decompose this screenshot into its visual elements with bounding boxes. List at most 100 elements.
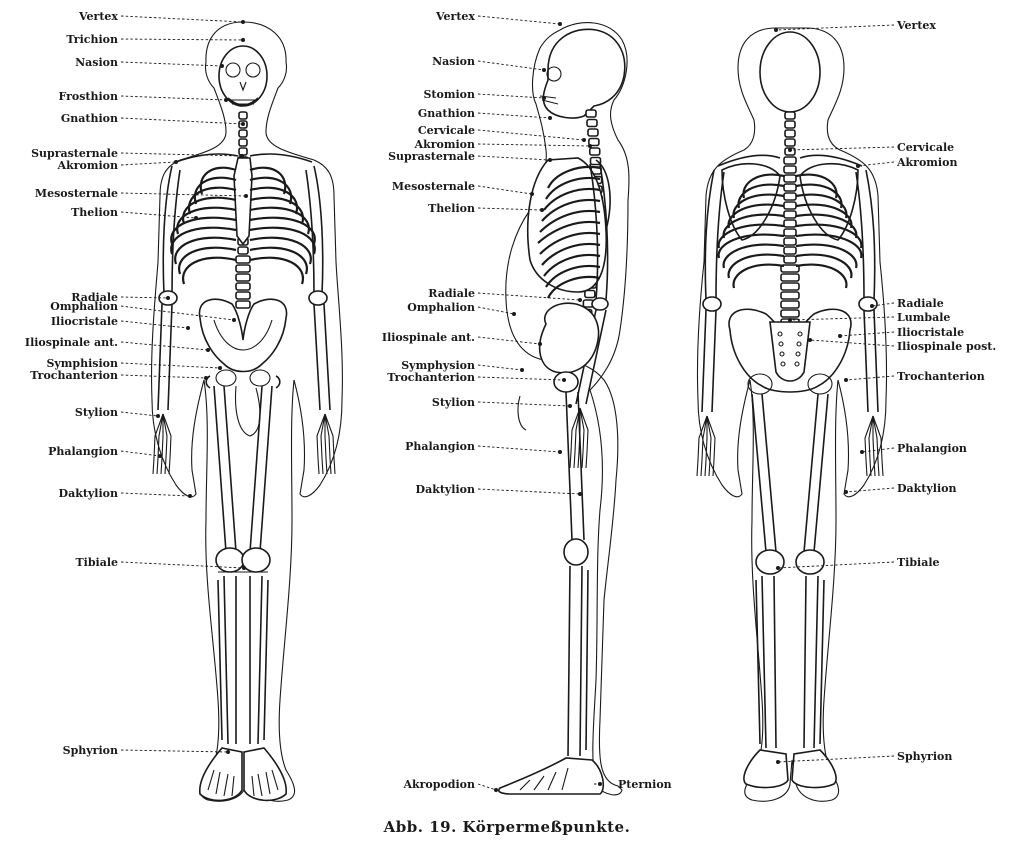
- landmark-label: Cervicale: [897, 141, 954, 154]
- landmark-dot: [520, 368, 524, 372]
- side-label-suprasternale: Suprasternale: [388, 150, 552, 163]
- landmark-label: Suprasternale: [388, 150, 475, 163]
- vertebra: [236, 274, 250, 281]
- figure-caption: Abb. 19. Körpermeßpunkte.: [383, 818, 631, 836]
- landmark-label: Cervicale: [418, 124, 475, 137]
- landmark-dot: [844, 490, 848, 494]
- pointer-line: [478, 16, 560, 24]
- landmark-dot: [232, 318, 236, 322]
- front-label-stylion: Stylion: [75, 406, 160, 419]
- landmark-label: Daktylion: [416, 483, 475, 496]
- landmark-label: Sphyrion: [63, 744, 118, 757]
- vertebra: [781, 301, 799, 308]
- vertebra: [784, 157, 796, 164]
- side-label-gnathion: Gnathion: [418, 107, 552, 120]
- landmark-dot: [494, 788, 498, 792]
- landmark-dot: [860, 450, 864, 454]
- pointer-line: [478, 446, 560, 452]
- vertebra: [781, 283, 799, 290]
- landmark-dot: [856, 164, 860, 168]
- landmark-dot: [186, 326, 190, 330]
- back-label-cervicale: Cervicale: [788, 141, 954, 154]
- front-label-iliospinale-ant: Iliospinale ant.: [25, 336, 210, 352]
- landmark-dot: [241, 20, 245, 24]
- landmark-label: Iliocristale: [897, 326, 964, 339]
- vertebra: [785, 139, 795, 146]
- landmark-label: Trochanterion: [30, 369, 118, 382]
- vertebra: [784, 175, 796, 182]
- landmark-dot: [241, 38, 245, 42]
- landmark-dot: [174, 160, 178, 164]
- side-label-pternion: Pternion: [594, 778, 672, 791]
- landmark-dot: [582, 138, 586, 142]
- side-label-stomion: Stomion: [423, 88, 546, 101]
- side-label-phalangion: Phalangion: [405, 440, 562, 454]
- landmark-label: Iliospinale post.: [897, 340, 996, 353]
- landmark-dot: [206, 348, 210, 352]
- landmark-dot: [578, 492, 582, 496]
- vertebra: [784, 211, 796, 218]
- landmark-label: Vertex: [896, 19, 936, 32]
- vertebra: [236, 283, 250, 290]
- vertebra: [239, 112, 247, 119]
- landmark-dot: [240, 154, 244, 158]
- pointer-line: [478, 156, 550, 160]
- landmark-label: Mesosternale: [392, 180, 475, 193]
- front-label-akromion: Akromion: [57, 159, 178, 172]
- side-label-akropodion: Akropodion: [402, 778, 498, 792]
- rib: [250, 228, 315, 254]
- vertebra: [785, 112, 795, 119]
- side-label-stylion: Stylion: [432, 396, 572, 409]
- vertebra: [785, 121, 795, 128]
- vertebra: [784, 184, 796, 191]
- back-label-iliocristale: Iliocristale: [838, 326, 964, 339]
- landmark-dot: [808, 338, 812, 342]
- landmark-dot: [226, 750, 230, 754]
- vertebra: [784, 220, 796, 227]
- pointer-line: [121, 96, 226, 100]
- pointer-line: [121, 321, 188, 328]
- landmark-label: Iliospinale ant.: [382, 331, 475, 344]
- landmark-dot: [562, 378, 566, 382]
- landmark-dot: [512, 312, 516, 316]
- landmark-label: Thelion: [71, 206, 118, 219]
- vertebra: [784, 193, 796, 200]
- landmark-dot: [188, 494, 192, 498]
- landmark-dot: [224, 98, 228, 102]
- landmark-label: Radiale: [897, 297, 944, 310]
- back-label-vertex: Vertex: [774, 19, 936, 32]
- landmark-dot: [538, 342, 542, 346]
- pointer-line: [121, 16, 243, 22]
- rib: [171, 218, 236, 244]
- pointer-line: [478, 402, 570, 406]
- landmark-dot: [588, 144, 592, 148]
- vertebra: [239, 148, 247, 155]
- rib: [250, 218, 315, 244]
- landmark-label: Omphalion: [407, 301, 475, 314]
- landmark-dot: [776, 760, 780, 764]
- landmark-label: Frosthion: [58, 90, 118, 103]
- vertebra: [238, 247, 248, 254]
- landmark-label: Phalangion: [897, 442, 967, 455]
- landmark-dot: [598, 782, 602, 786]
- front-label-sphyrion: Sphyrion: [63, 744, 230, 757]
- vertebra: [236, 292, 250, 299]
- vertebra: [784, 229, 796, 236]
- rib: [796, 265, 846, 288]
- landmark-dot: [242, 566, 246, 570]
- vertebra: [785, 130, 795, 137]
- landmark-dot: [788, 148, 792, 152]
- landmark-label: Pternion: [618, 778, 672, 791]
- landmark-label: Iliocristale: [51, 315, 118, 328]
- vertebra: [588, 129, 598, 136]
- back-label-akromion: Akromion: [856, 156, 957, 169]
- landmark-label: Gnathion: [418, 107, 475, 120]
- landmark-dot: [530, 192, 534, 196]
- landmark-dot: [548, 158, 552, 162]
- vertebra: [586, 110, 596, 117]
- rib: [171, 228, 236, 254]
- side-label-daktylion: Daktylion: [416, 483, 582, 496]
- vertebra: [236, 301, 250, 308]
- pointer-line: [478, 365, 522, 370]
- pointer-line: [121, 39, 243, 40]
